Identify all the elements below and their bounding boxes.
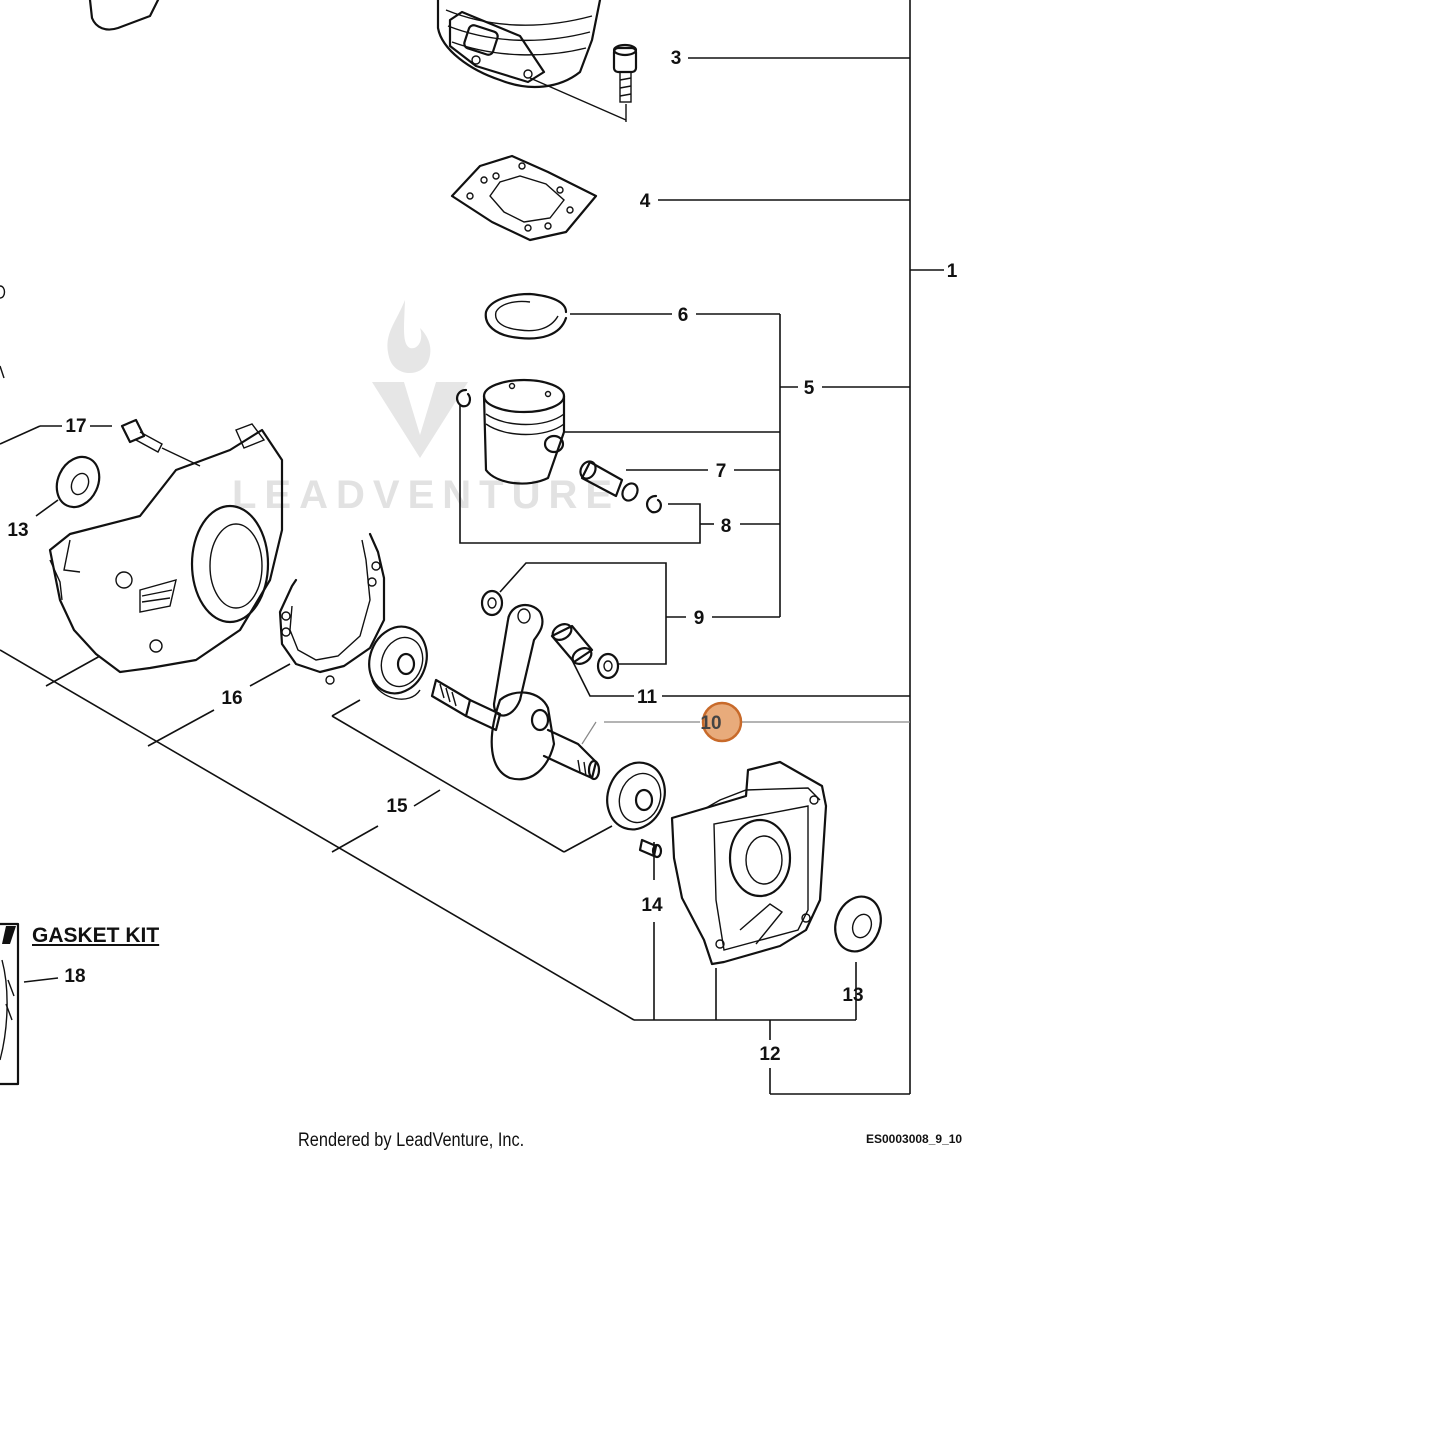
callout-17[interactable]: 17	[65, 416, 86, 437]
ball-bearing-left	[368, 625, 428, 700]
watermark-flame-icon	[387, 300, 431, 374]
callout-8[interactable]: 8	[721, 516, 732, 537]
piston	[482, 378, 566, 485]
piston-pin	[579, 460, 639, 502]
oil-seal-left	[55, 455, 101, 509]
selected-callout-hotspot[interactable]: 10	[700, 701, 743, 743]
callout-labels: 1 3 4 5 6 7 8 9 11 12 13 13 14 15 16 17 …	[7, 48, 957, 1065]
bearing-bracket	[499, 562, 686, 665]
callout-7[interactable]: 7	[716, 461, 727, 482]
oil-seal-right	[834, 895, 882, 953]
callout-5[interactable]: 5	[804, 378, 815, 399]
crankcase-brackets	[0, 425, 857, 1040]
callout-13-left[interactable]: 13	[7, 520, 28, 541]
callout-9[interactable]: 9	[694, 608, 705, 629]
upper-housing-fragment	[88, 0, 160, 31]
watermark-text: LEADVENTURE	[232, 473, 620, 517]
watermark-logo-icon	[372, 382, 468, 458]
callout-12[interactable]: 12	[759, 1044, 780, 1065]
cropped-label-fragments	[0, 285, 6, 379]
callout-18[interactable]: 18	[64, 966, 85, 987]
circlip-bracket	[459, 405, 714, 544]
ball-bearing-right	[606, 761, 666, 831]
callout-6[interactable]: 6	[678, 305, 689, 326]
crankcase-left	[48, 423, 284, 674]
cylinder-bolt	[612, 43, 638, 122]
needle-bearing-set	[480, 589, 620, 680]
leadventure-watermark: LEADVENTURE	[232, 300, 620, 517]
callout-3[interactable]: 3	[671, 48, 682, 69]
crankcase-bolt	[120, 418, 201, 467]
crankcase-gasket	[278, 532, 386, 685]
cylinder-gasket	[450, 154, 598, 242]
piston-ring	[484, 292, 568, 340]
gasket-kit-box	[0, 922, 20, 1086]
callout-13-right[interactable]: 13	[842, 985, 863, 1006]
crankcase-right	[670, 760, 828, 966]
rendered-by-credit: Rendered by LeadVenture, Inc.	[298, 1130, 525, 1151]
callout-4[interactable]: 4	[640, 191, 651, 212]
callout-15[interactable]: 15	[386, 796, 408, 817]
crankshaft	[430, 603, 601, 781]
circlip-left	[456, 388, 472, 408]
callout-10[interactable]: 10	[700, 713, 721, 734]
bracket-lines	[565, 0, 944, 1095]
callout-14[interactable]: 14	[641, 895, 663, 916]
diagram-code: ES0003008_9_10	[866, 1132, 963, 1146]
callout-16[interactable]: 16	[221, 688, 242, 709]
cylinder	[436, 0, 627, 121]
circlip-right	[646, 494, 662, 514]
gasket-kit-title: GASKET KIT	[32, 924, 160, 947]
dowel-pin	[638, 838, 663, 859]
callout-1[interactable]: 1	[947, 261, 958, 282]
callout-11[interactable]: 11	[637, 687, 658, 708]
